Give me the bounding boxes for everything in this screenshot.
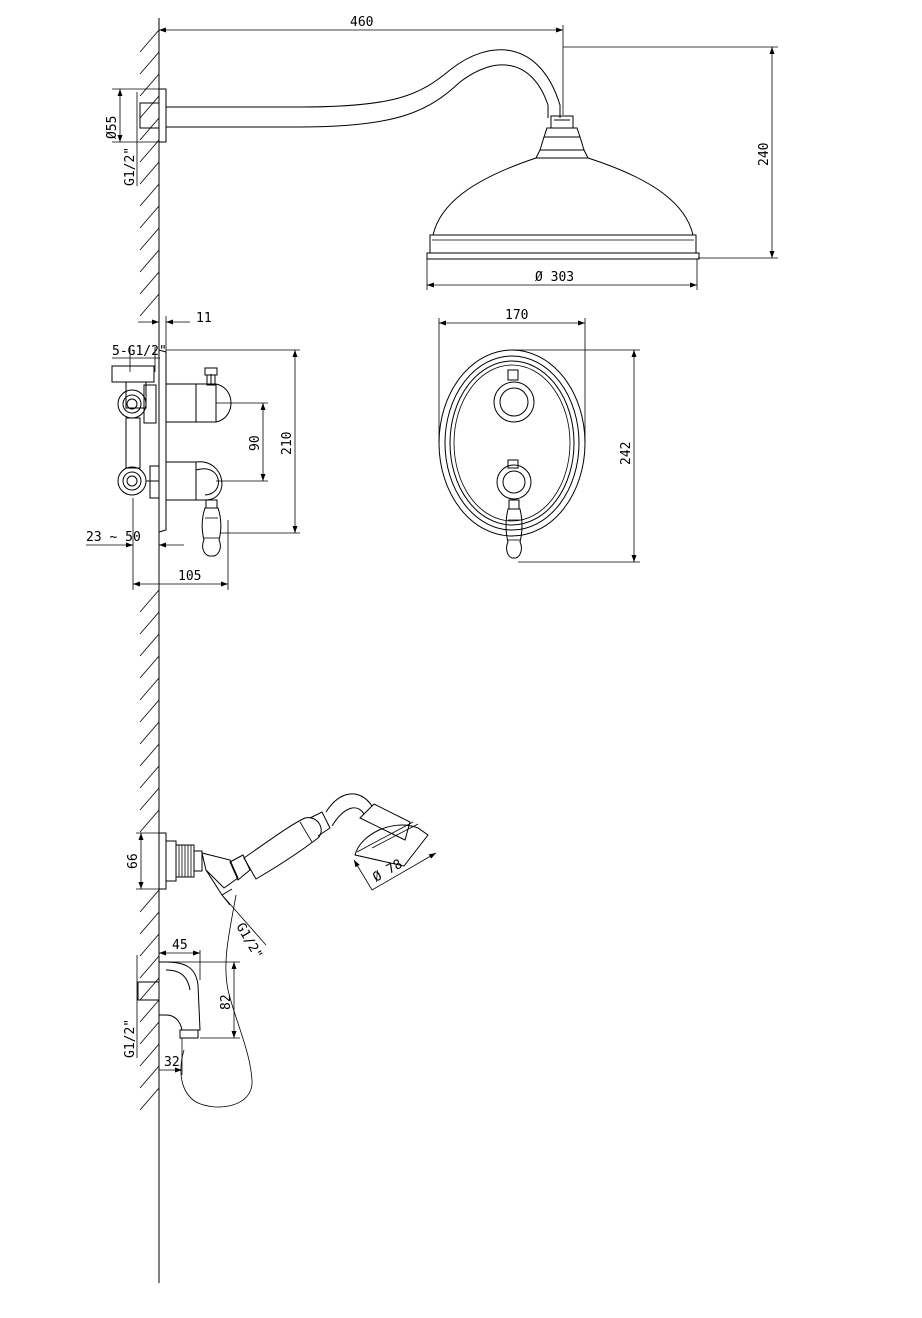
hatch-line <box>139 183 160 207</box>
spout-assembly: 45 82 G1/2" 32 <box>123 938 240 1075</box>
shower-arm-inlet <box>139 102 160 129</box>
plate-width-label: 170 <box>505 308 528 323</box>
projection-label: 105 <box>178 569 201 584</box>
lower-control-knob <box>496 464 532 500</box>
outlet-height-label: 66 <box>126 853 141 869</box>
body-height-label: 210 <box>280 432 295 455</box>
upper-connection <box>117 389 147 419</box>
handle-spacing-label: 90 <box>248 435 263 451</box>
upper-control-knob <box>493 381 535 423</box>
hatch-line <box>139 249 160 273</box>
hatch-line <box>139 1065 160 1089</box>
spout-inlet <box>137 981 160 1001</box>
shower-head-assembly: 460 Ø55 G1/2" 240 Ø 303 <box>105 15 778 290</box>
hand-shower-holder <box>201 852 239 889</box>
hatch-line <box>139 589 160 613</box>
wall-hatching <box>139 29 160 1111</box>
lower-valve-body <box>165 461 197 501</box>
spout-thread-label: G1/2" <box>123 1019 138 1058</box>
upper-valve-body <box>165 383 197 423</box>
hatch-line <box>139 743 160 767</box>
wall-outlet-flange <box>158 832 167 890</box>
spout-height-label: 82 <box>219 994 234 1010</box>
hatch-line <box>139 205 160 229</box>
shower-arm-inner <box>166 64 549 128</box>
hatch-line <box>139 809 160 833</box>
hatch-line <box>139 699 160 723</box>
spout-projection-label: 45 <box>172 938 188 953</box>
shower-rose-dome <box>432 157 694 236</box>
spout-body <box>159 961 201 1031</box>
shower-arm <box>166 49 561 118</box>
wall <box>139 18 160 1283</box>
lower-valve-cap <box>195 461 223 501</box>
hatch-line <box>139 227 160 251</box>
hatch-line <box>139 721 160 745</box>
hose-thread-label: G1/2" <box>233 921 266 962</box>
shower-rose-face <box>426 252 700 260</box>
hatch-line <box>139 655 160 679</box>
connections-label: 5-G1/2" <box>112 344 167 359</box>
hatch-line <box>139 633 160 657</box>
flange-diameter-label: Ø55 <box>105 116 120 139</box>
hatch-line <box>139 1021 160 1045</box>
hatch-line <box>139 293 160 317</box>
front-lever-handle <box>505 508 523 559</box>
hatch-line <box>139 977 160 1001</box>
hatch-line <box>139 911 160 935</box>
hatch-line <box>139 1087 160 1111</box>
mixer-body-top <box>111 365 155 383</box>
flange-thread-label: G1/2" <box>123 147 138 186</box>
hand-shower-neck <box>325 793 373 813</box>
hatch-line <box>139 271 160 295</box>
spout-outlet-label: 32 <box>164 1055 180 1070</box>
hatch-line <box>139 999 160 1023</box>
hatch-line <box>139 787 160 811</box>
hand-shower-head <box>359 803 411 841</box>
hatch-line <box>139 161 160 185</box>
hatch-line <box>139 95 160 119</box>
ball-joint <box>543 127 581 138</box>
hatch-line <box>139 139 160 163</box>
hatch-line <box>139 51 160 75</box>
hatch-line <box>139 29 160 53</box>
ball-joint-nut <box>550 115 574 129</box>
hatch-line <box>139 765 160 789</box>
hatch-line <box>139 933 160 957</box>
mixer-wall-plate <box>158 349 167 533</box>
mixer-side-view: 11 5-G1/2" 90 210 23 ~ 50 105 <box>86 311 300 590</box>
wall-offset-label: 11 <box>196 311 212 326</box>
shower-arm-flange <box>158 88 167 143</box>
plate-height-label: 242 <box>619 442 634 465</box>
hatch-line <box>139 889 160 913</box>
front-plate-outer <box>438 349 586 537</box>
spout-outlet <box>179 1029 199 1039</box>
shower-height-label: 240 <box>757 143 772 166</box>
hatch-line <box>139 611 160 635</box>
mixer-body-pipe <box>125 417 141 469</box>
hatch-line <box>139 117 160 141</box>
hatch-line <box>139 955 160 979</box>
install-depth-label: 23 ~ 50 <box>86 530 141 545</box>
lower-connection <box>117 466 147 496</box>
hose <box>180 894 253 1108</box>
upper-lever-knob <box>204 367 218 376</box>
mixer-front-view: 170 242 <box>438 308 640 563</box>
hatch-line <box>139 73 160 97</box>
arm-length-label: 460 <box>350 15 373 30</box>
rose-diameter-label: Ø 303 <box>535 270 574 285</box>
front-plate-inner <box>453 364 571 522</box>
lower-lever-handle <box>201 507 222 557</box>
hand-shower-handle <box>243 817 322 880</box>
hatch-line <box>139 677 160 701</box>
hatch-line <box>139 1043 160 1067</box>
shower-rose-rim <box>429 234 697 254</box>
